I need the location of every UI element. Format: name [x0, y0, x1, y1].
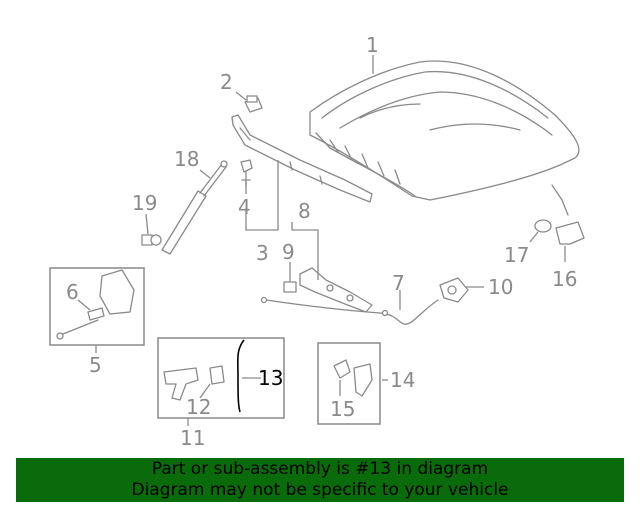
callout-4: 4	[238, 195, 251, 219]
hood-illustration	[309, 60, 580, 201]
hood-hinge-illustration	[551, 184, 585, 245]
hood-support-strut-illustration	[161, 160, 228, 255]
callout-6: 6	[66, 280, 79, 304]
banner-line-disclaimer: Diagram may not be specific to your vehi…	[131, 480, 509, 500]
callout-18: 18	[174, 147, 199, 171]
seal-kit-box	[157, 337, 285, 419]
ball-stud-illustration	[141, 234, 162, 246]
hood-latch-illustration	[439, 277, 469, 303]
callout-7: 7	[392, 271, 405, 295]
info-banner: Part or sub-assembly is #13 in diagram D…	[16, 458, 624, 502]
hood-bumper-illustration	[534, 219, 552, 233]
callout-8: 8	[298, 199, 311, 223]
callout-5: 5	[89, 353, 102, 377]
callout-1: 1	[366, 33, 379, 57]
release-cable-illustration	[260, 296, 439, 325]
banner-line-part-number: Part or sub-assembly is #13 in diagram	[151, 459, 489, 479]
bolt-kit-box	[49, 267, 145, 346]
callout-10: 10	[488, 275, 513, 299]
callout-9: 9	[282, 240, 295, 264]
callout-14: 14	[390, 368, 415, 392]
callout-12: 12	[186, 395, 211, 419]
hood-clip-illustration	[244, 95, 263, 113]
callout-2: 2	[220, 70, 233, 94]
part-13-seal-highlight	[236, 339, 245, 413]
callout-17: 17	[504, 243, 529, 267]
callout-3: 3	[256, 241, 269, 265]
callout-leaders	[77, 55, 566, 426]
hood-seal-illustration	[231, 114, 373, 203]
callout-numbers: 1 2 3 4 5 6 7 8 9 10 11 12 13 14 15 16 1…	[66, 33, 577, 450]
callout-11: 11	[180, 426, 205, 450]
callout-15: 15	[330, 397, 355, 421]
hinge-kit-box	[317, 342, 381, 425]
callout-16: 16	[552, 267, 577, 291]
hood-latch-bracket-illustration	[283, 267, 373, 313]
callout-19: 19	[132, 191, 157, 215]
callout-13: 13	[258, 366, 283, 390]
